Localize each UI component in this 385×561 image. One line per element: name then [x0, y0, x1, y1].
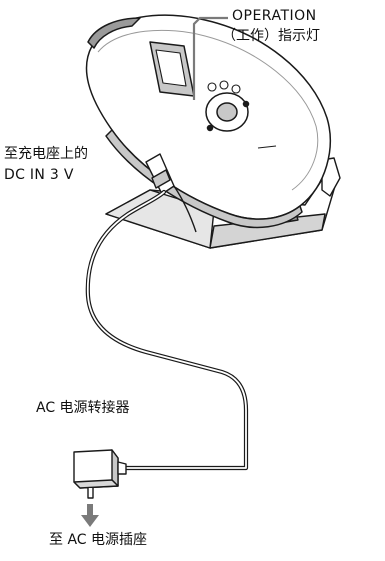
operation-indicator-label-cn: （工作）指示灯	[222, 28, 320, 44]
down-arrow-icon	[81, 504, 99, 527]
operation-indicator-label: OPERATION	[232, 8, 317, 24]
ac-adaptor-label: AC 电源转接器	[36, 400, 130, 416]
dc-in-rating-label: DC IN 3 V	[4, 167, 74, 183]
dc-in-label: 至充电座上的	[4, 146, 88, 162]
operation-indicator-leader	[192, 16, 228, 100]
ac-outlet-label: 至 AC 电源插座	[49, 532, 148, 548]
ac-adaptor	[73, 449, 127, 499]
cd-player	[85, 14, 331, 229]
